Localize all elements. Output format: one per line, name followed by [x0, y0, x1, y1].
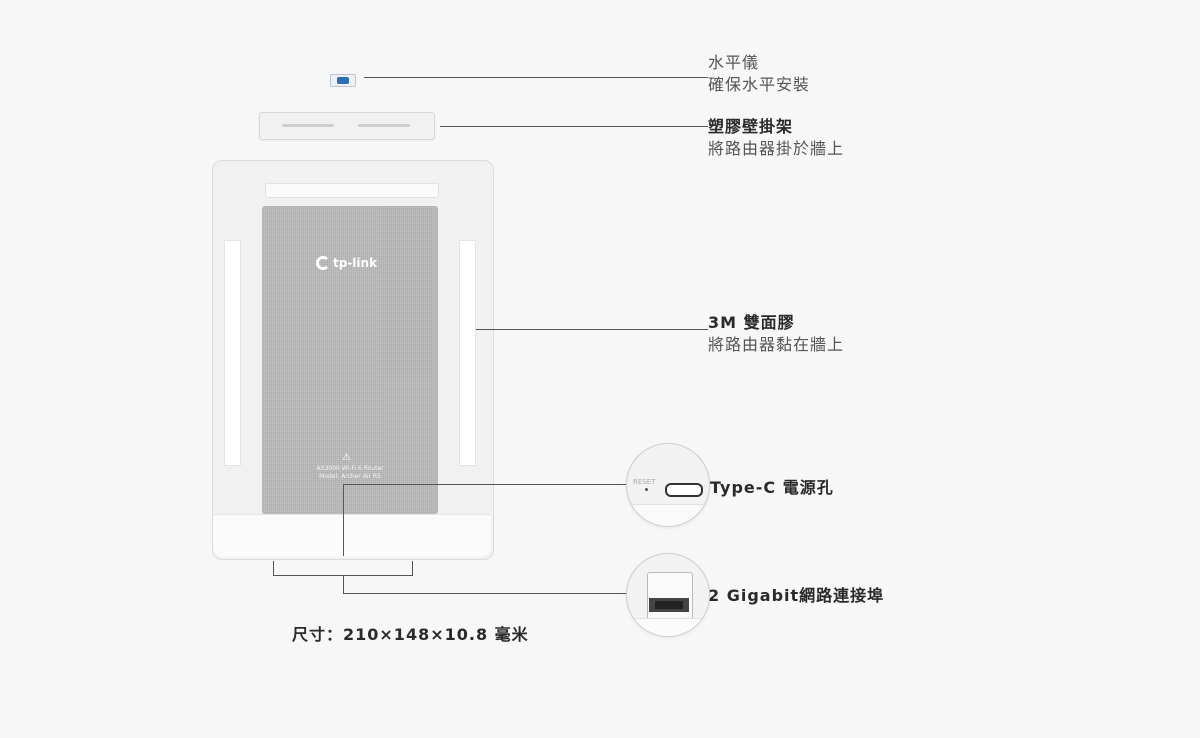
level-leader-line: [364, 77, 708, 78]
router-fabric-panel: [262, 206, 438, 514]
reset-label: RESET: [633, 478, 656, 486]
lan-title: 2 Gigabit網路連接埠: [708, 586, 885, 605]
level-subtitle: 確保水平安裝: [708, 75, 811, 94]
tape-title: 3M 雙面膠: [708, 313, 795, 332]
dimension-bracket: [273, 575, 413, 576]
lan-leader-line: [343, 593, 628, 594]
ethernet-port-inner: [655, 601, 683, 609]
typec-leader-line: [343, 484, 344, 556]
reset-button-icon: [645, 488, 648, 491]
router-base: [213, 514, 491, 557]
level-vial: [337, 77, 349, 84]
dimension-bracket: [343, 576, 344, 594]
dimensions-label: 尺寸：210×148×10.8 毫米: [292, 625, 529, 644]
bracket-leader-line: [440, 126, 708, 127]
adhesive-strip-right: [459, 240, 476, 466]
bracket-title: 塑膠壁掛架: [708, 117, 794, 136]
bracket-slot: [358, 124, 410, 127]
tape-subtitle: 將路由器黏在牆上: [708, 335, 845, 354]
lan-zoom-base: [627, 618, 709, 636]
wall-bracket: [259, 112, 435, 140]
dimension-bracket: [273, 561, 274, 576]
warning-icon: ⚠: [342, 452, 351, 463]
usb-c-port-icon: [665, 483, 703, 497]
dimension-bracket: [412, 561, 413, 576]
level-title: 水平儀: [708, 53, 760, 72]
typec-title: Type-C 電源孔: [710, 478, 834, 497]
typec-leader-line: [343, 484, 628, 485]
device-label-line1: AX3000 Wi-Fi 6 Router: [316, 465, 384, 472]
device-label-line2: Model: Archer Air R5: [319, 473, 381, 480]
router-top-slot: [265, 183, 439, 198]
bracket-subtitle: 將路由器掛於牆上: [708, 139, 845, 158]
adhesive-strip-left: [224, 240, 241, 466]
brand-logo: tp-link: [316, 256, 377, 270]
typec-zoom-base: [627, 504, 709, 526]
tplink-logo-icon: [316, 256, 330, 270]
tape-leader-line: [476, 329, 708, 330]
level-component: [330, 74, 356, 87]
brand-text: tp-link: [333, 256, 378, 270]
bracket-slot: [282, 124, 334, 127]
typec-port-zoom: RESET: [626, 443, 710, 527]
lan-port-housing: [647, 572, 693, 620]
lan-port-zoom: [626, 553, 710, 637]
